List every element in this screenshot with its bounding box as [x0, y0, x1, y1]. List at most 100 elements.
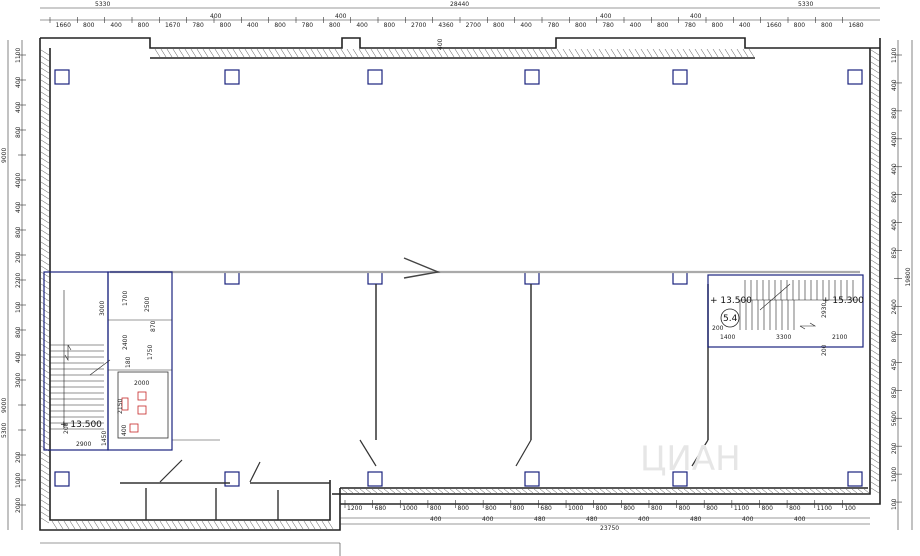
dim-bottom-sub: 480	[534, 516, 546, 523]
wall-hatching	[40, 48, 880, 530]
dim-right: 400	[891, 163, 898, 175]
dim-left: 200	[15, 251, 22, 263]
axis-marker	[720, 308, 740, 328]
dim-right: 400	[891, 79, 898, 91]
dim-bottom: 800	[513, 505, 525, 512]
dim-bottom-sub: 480	[586, 516, 598, 523]
dim-rs-2: 2100	[832, 334, 847, 341]
dim-top-sub: 400	[600, 13, 612, 20]
dim-top-inner: 2700	[411, 22, 426, 29]
dim-right: 450	[891, 359, 898, 371]
dim-r5: 1750	[147, 345, 154, 360]
dim-right: 850	[891, 387, 898, 399]
level-right-b: + 15.300	[822, 296, 864, 306]
dim-top-inner: 780	[684, 22, 696, 29]
dim-top-inner: 1670	[165, 22, 180, 29]
outer-walls	[39, 37, 881, 556]
dim-top-inner: 800	[575, 22, 587, 29]
dim-right: 19800	[905, 267, 912, 286]
right-stair-block: + 13.500 + 15.300 5.4 1400 3300 2100 200…	[707, 274, 864, 356]
dim-bottom: 800	[761, 505, 773, 512]
dim-right: 800	[891, 331, 898, 343]
dim-bottom-total: 23750	[600, 525, 619, 532]
dim-bottom: 800	[706, 505, 718, 512]
dim-bottom-sub: 400	[742, 516, 754, 523]
dim-bottom: 1200	[347, 505, 362, 512]
dim-bottom: 800	[596, 505, 608, 512]
dim-bottom: 800	[430, 505, 442, 512]
dim-r9: 1450	[101, 431, 108, 446]
left-stair-block: 2900 3000 1700 2500 870 2400 1750 180 20…	[43, 271, 173, 451]
dim-bottom-sub: 400	[794, 516, 806, 523]
dim-bottom: 800	[789, 505, 801, 512]
dim-top-inner: 780	[548, 22, 560, 29]
columns	[54, 69, 863, 487]
dim-r8: 2150	[117, 399, 124, 414]
dim-r4: 2400	[122, 335, 129, 350]
dim-top-sub: 400	[210, 13, 222, 20]
dim-top-inner: 800	[220, 22, 232, 29]
dim-r7: 2000	[134, 380, 149, 387]
dim-right: 100	[891, 498, 898, 510]
dim-r3: 870	[150, 320, 157, 332]
dim-top-inner: 800	[493, 22, 505, 29]
dim-top-inner: 400	[739, 22, 751, 29]
dim-top-inner: 400	[247, 22, 259, 29]
dim-bottom: 800	[458, 505, 470, 512]
dim-rs-0: 1400	[720, 334, 735, 341]
dim-top-inner: 1660	[56, 22, 71, 29]
dim-left: 800	[15, 326, 22, 338]
dim-bottom: 800	[623, 505, 635, 512]
dim-right: 800	[891, 107, 898, 119]
dim-right: 400	[891, 219, 898, 231]
dim-left: 800	[15, 226, 22, 238]
dim-top-right: 5330	[798, 1, 813, 8]
dim-top-inner: 4360	[438, 22, 453, 29]
dim-left: 400	[15, 76, 22, 88]
level-right-a: + 13.500	[710, 296, 752, 306]
dim-bottom-sub: 400	[638, 516, 650, 523]
dim-rs-5: 200	[821, 344, 828, 356]
dim-top-inner: 800	[712, 22, 724, 29]
dim-bottom: 1100	[817, 505, 832, 512]
dim-left: 100	[15, 301, 22, 313]
dim-top-inner: 800	[794, 22, 806, 29]
dim-top-inner: 800	[657, 22, 669, 29]
dim-top-inner: 780	[302, 22, 314, 29]
dim-rs-4: 2930	[821, 303, 828, 318]
dim-top-inner: 800	[83, 22, 95, 29]
axis-mark-label: 5.4	[723, 314, 738, 324]
dim-bottom: 800	[485, 505, 497, 512]
dim-bottom: 1000	[402, 505, 417, 512]
dim-left: 9000	[1, 398, 8, 413]
dim-left: 9000	[1, 148, 8, 163]
dim-top-inner: 800	[138, 22, 150, 29]
dim-r10: 200	[63, 422, 70, 434]
dim-right: 850	[891, 247, 898, 259]
dim-top-left: 5330	[95, 1, 110, 8]
dim-right: 200	[891, 443, 898, 455]
dim-top-inner: 780	[192, 22, 204, 29]
dim-top-inner: 1660	[766, 22, 781, 29]
dim-top-inner: 800	[821, 22, 833, 29]
dim-top-inner: 2700	[466, 22, 481, 29]
dim-top-inner: 800	[384, 22, 396, 29]
dim-bottom: 100	[844, 505, 856, 512]
interior-partitions	[120, 284, 709, 520]
dim-bottom-sub: 480	[690, 516, 702, 523]
dim-bottom: 1100	[734, 505, 749, 512]
dim-top-inner: 400	[630, 22, 642, 29]
dim-top-inner: 400	[110, 22, 122, 29]
dim-top-mid: 28440	[450, 1, 469, 8]
dim-left: 800	[15, 126, 22, 138]
dim-bottom: 800	[651, 505, 663, 512]
dim-top-inner: 400	[520, 22, 532, 29]
dim-right: 800	[891, 191, 898, 203]
dim-bottom: 680	[375, 505, 387, 512]
dim-stair-left-h: 3000	[99, 301, 106, 316]
dim-r1: 1700	[122, 291, 129, 306]
dim-left: 400	[15, 101, 22, 113]
dim-bottom: 1000	[568, 505, 583, 512]
dim-top-inner: 780	[602, 22, 614, 29]
right-dimension-chain: 1100400800400040080040085019800240080045…	[891, 40, 913, 530]
